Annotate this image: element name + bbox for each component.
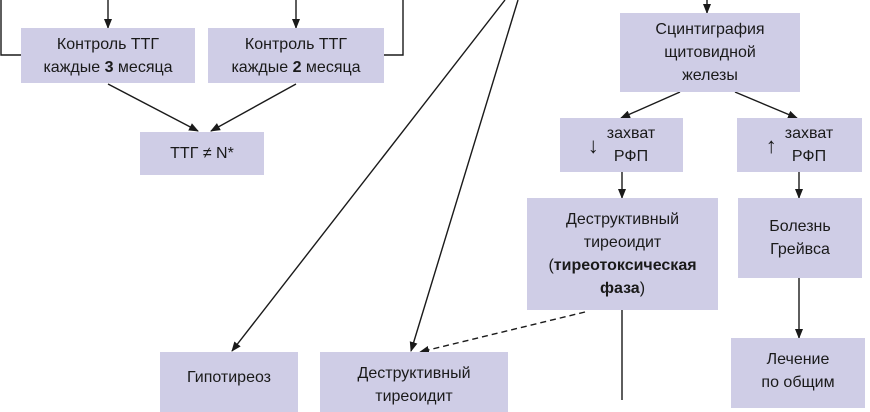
arrow-to-hypothyroidism: [231, 0, 506, 352]
connectors: [0, 0, 803, 400]
node-text: захват: [606, 125, 656, 142]
node-text-bold: фаза: [599, 280, 640, 297]
node-text: месяца: [301, 58, 361, 76]
node-text: железы: [682, 67, 738, 84]
node-text: каждые 3 месяца: [43, 56, 172, 79]
node-text: РФП: [791, 148, 827, 165]
node-tsh-2-months: Контроль ТТГ каждые 2 месяца: [208, 28, 384, 83]
node-tsh-3-months: Контроль ТТГ каждые 3 месяца: [21, 28, 195, 83]
node-destructive-thyroiditis: Деструктивный тиреоидит: [320, 352, 508, 412]
arrow-to-uptake-high: [734, 91, 798, 119]
node-text-bold: 2: [292, 58, 302, 76]
node-text: Деструктивный: [566, 211, 679, 228]
node-text-bold: 3: [104, 58, 114, 76]
node-text: Грейвса: [770, 241, 830, 258]
node-text: фаза): [600, 277, 645, 300]
arrow-to-uptake-low: [620, 91, 681, 119]
node-text: Гипотиреоз: [186, 369, 272, 386]
arrow-up-icon: ↑: [765, 132, 777, 158]
node-text: Контроль ТТГ: [244, 35, 348, 53]
node-text: тиреоидит: [583, 234, 662, 251]
node-text: каждые: [231, 58, 293, 76]
node-text: Деструктивный: [357, 365, 471, 382]
node-text: ТТГ ≠ N*: [170, 145, 234, 162]
arrow-down-icon: ↓: [587, 132, 599, 158]
node-scintigraphy: Сцинтиграфия щитовидной железы: [620, 13, 800, 92]
node-text: РФП: [613, 148, 649, 165]
loop-right: [384, 0, 404, 56]
node-graves-disease: Болезнь Грейвса: [738, 198, 862, 278]
node-text: по общим: [761, 374, 835, 391]
dashed-arrow-to-destructive: [419, 311, 586, 354]
arrow-2m-to-abnormal: [210, 83, 297, 132]
node-text: месяца: [113, 58, 173, 76]
node-hypothyroidism: Гипотиреоз: [160, 352, 298, 412]
node-text-bold: тиреотоксическая: [553, 257, 697, 274]
node-treatment: Лечение по общим: [731, 338, 865, 408]
node-text: захват: [784, 125, 834, 142]
arrow-to-destructive: [409, 0, 519, 352]
node-tsh-abnormal: ТТГ ≠ N*: [140, 132, 264, 175]
node-text: каждые 2 месяца: [231, 56, 360, 79]
node-text: тиреоидит: [375, 388, 453, 405]
node-text: (: [548, 257, 554, 274]
node-text: Болезнь: [769, 218, 831, 235]
node-text: (тиреотоксическая: [548, 254, 696, 277]
node-text: ): [639, 280, 646, 297]
arrow-3m-to-abnormal: [107, 83, 199, 132]
node-text: Лечение: [766, 351, 830, 368]
loop-left: [0, 0, 21, 56]
node-text: щитовидной: [664, 44, 756, 61]
node-text: Сцинтиграфия: [655, 21, 765, 38]
node-text: каждые: [43, 58, 105, 76]
node-text: Контроль ТТГ: [56, 35, 160, 53]
node-destructive-thyroiditis-toxic: Деструктивный тиреоидит (тиреотоксическа…: [527, 198, 718, 310]
